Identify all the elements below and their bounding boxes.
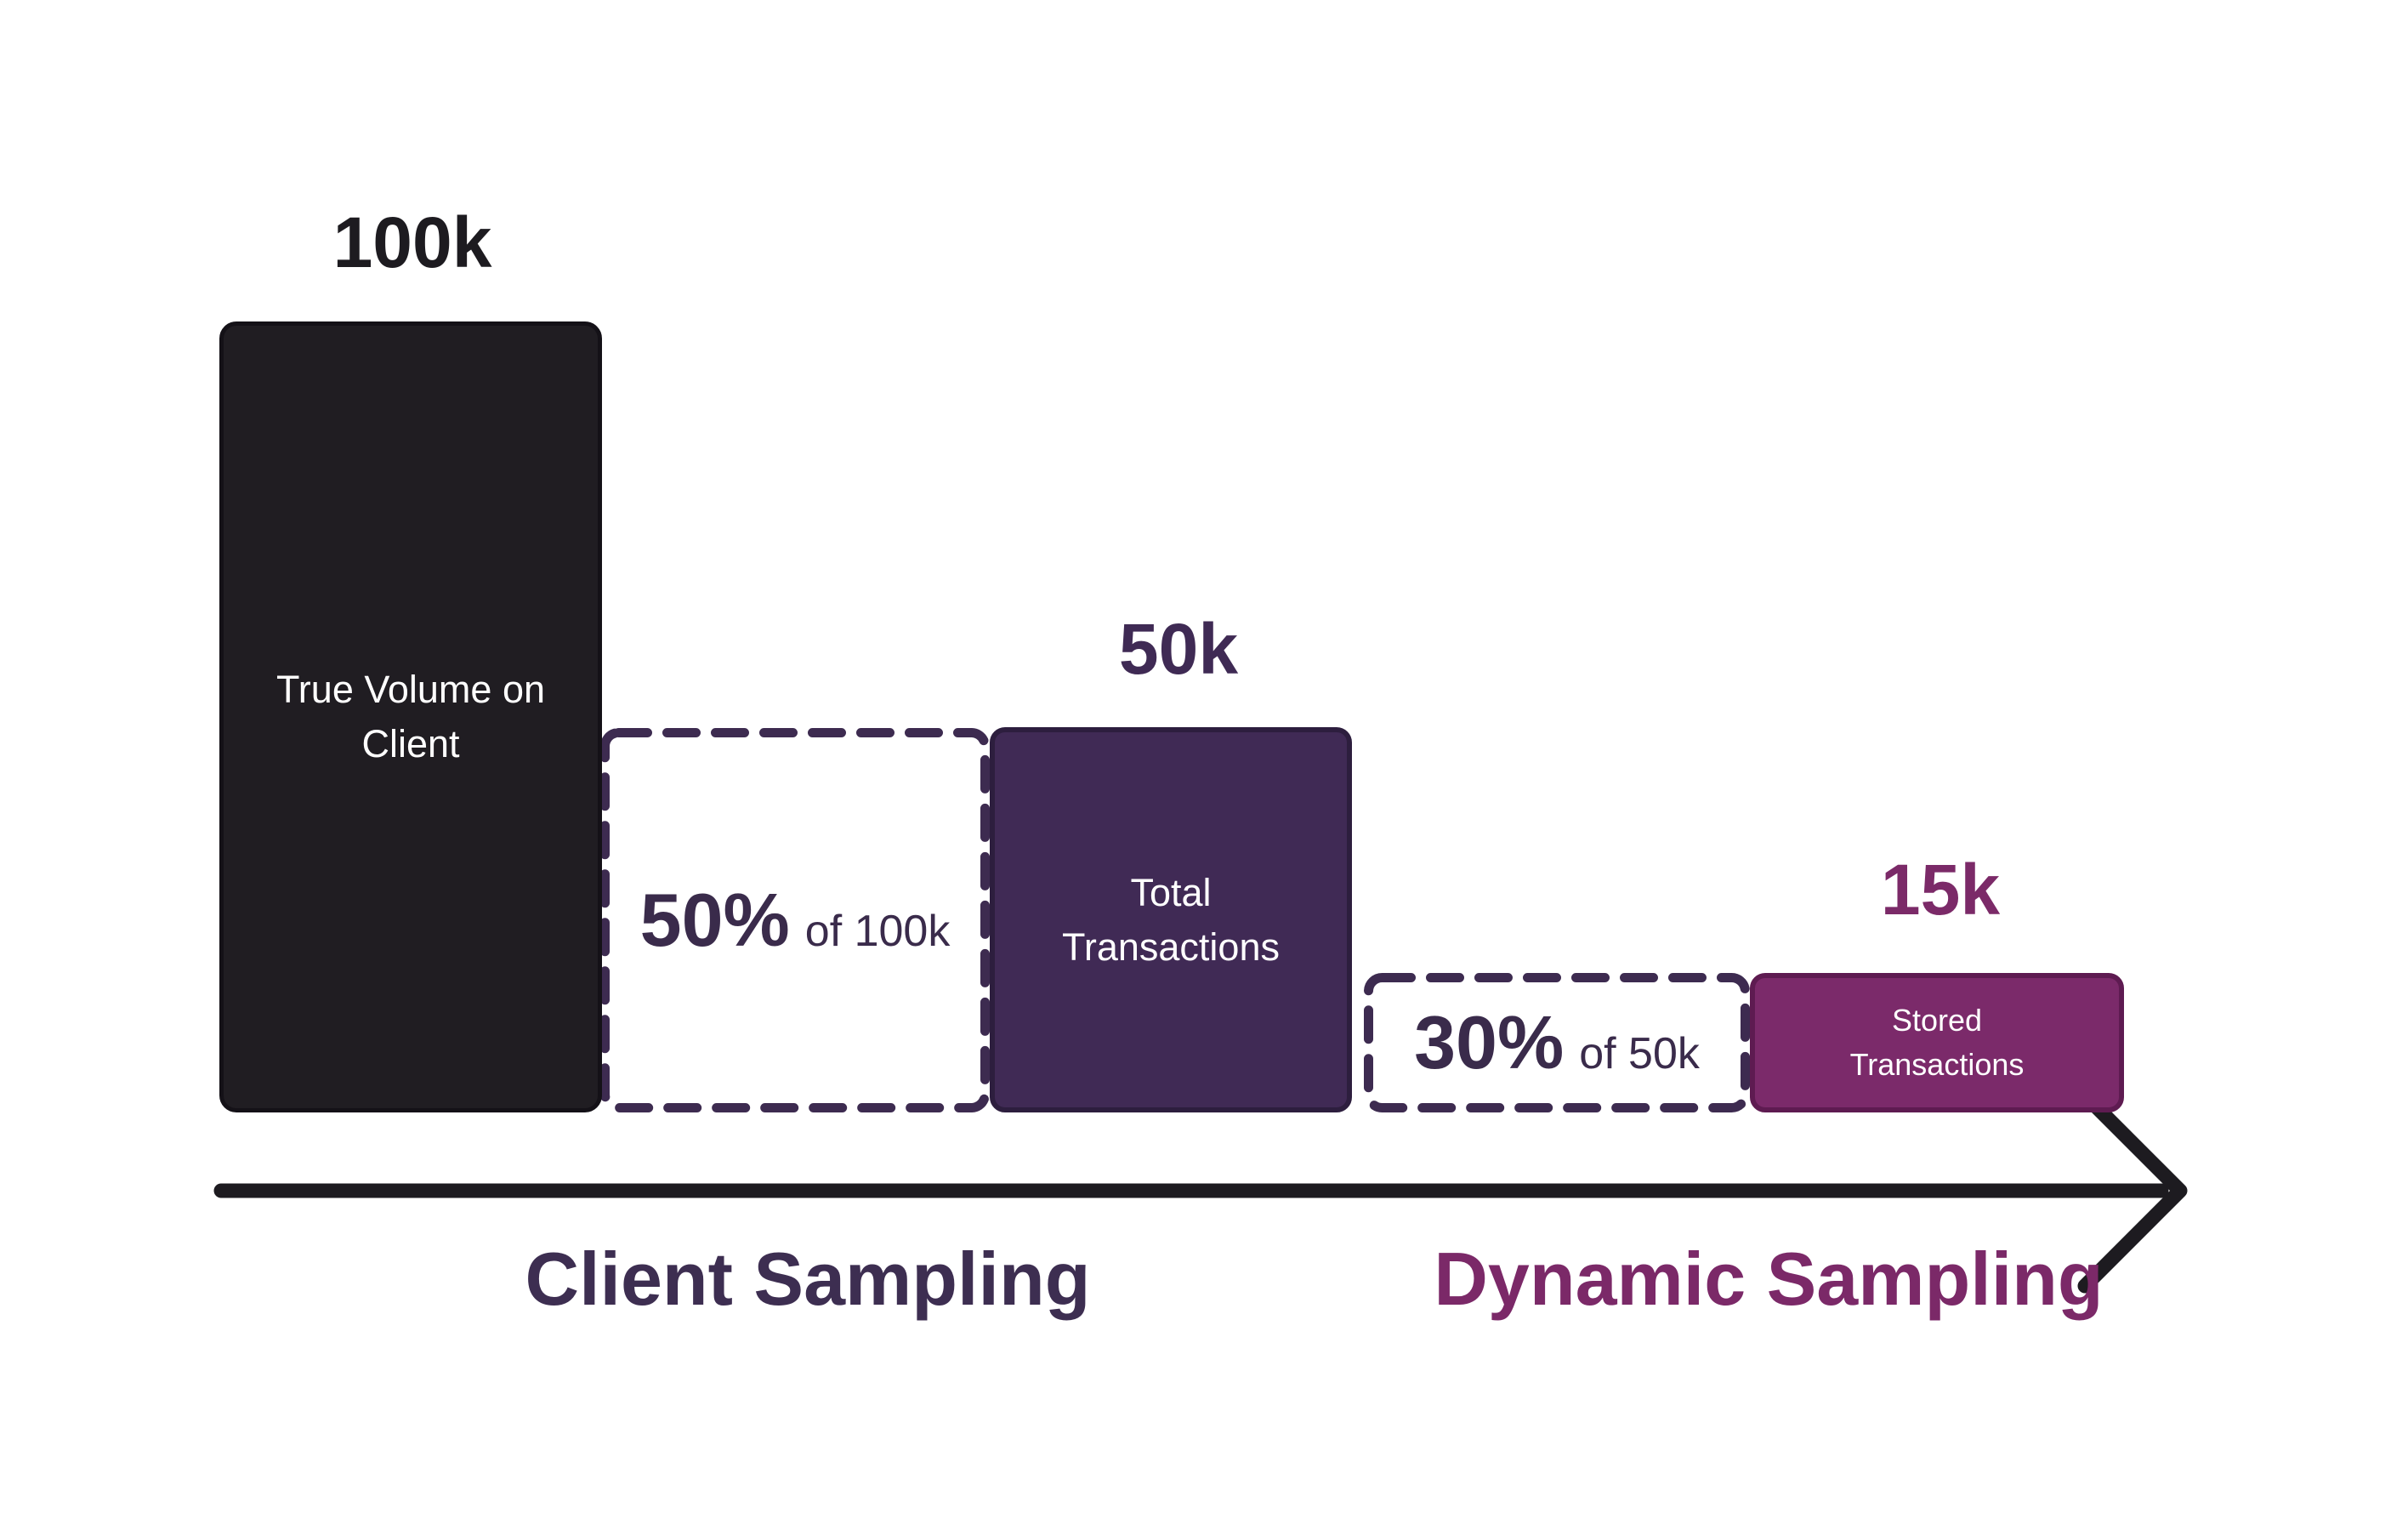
bar-total-transactions: Total Transactions: [990, 727, 1352, 1112]
client-rate-dashed-outline: [600, 728, 990, 1112]
phase-label-client-sampling: Client Sampling: [525, 1237, 1091, 1321]
value-label-100k: 100k: [332, 202, 492, 282]
bar-label-line: Total: [1130, 870, 1212, 914]
timeline-arrow-head: [2077, 1088, 2188, 1294]
rate-of-text: of 50k: [1579, 1029, 1700, 1078]
bar-label-line: Transactions: [1849, 1047, 2025, 1082]
rate-of-text: of 100k: [804, 907, 951, 956]
bar-label-line: Client: [361, 722, 460, 765]
value-label-15k: 15k: [1880, 850, 2001, 930]
dynamic-rate-dashed-outline: [1364, 973, 1750, 1112]
bar-label-line: True Volume on: [275, 668, 545, 711]
phase-label-dynamic-sampling: Dynamic Sampling: [1434, 1237, 2104, 1321]
value-label-50k: 50k: [1118, 609, 1239, 689]
bar-stored-transactions: Stored Transactions: [1750, 973, 2124, 1112]
rate-percent: 50%: [639, 878, 790, 962]
client-sampling-rate-box: 50% of 100k: [600, 728, 990, 1112]
bar-label-line: Transactions: [1062, 924, 1280, 969]
bar-label-line: Stored: [1891, 1003, 1983, 1038]
rate-percent: 30%: [1414, 1000, 1565, 1084]
client-sampling-rate-text: 50% of 100k: [640, 877, 951, 964]
dynamic-sampling-rate-text: 30% of 50k: [1414, 999, 1700, 1086]
dynamic-sampling-rate-box: 30% of 50k: [1364, 973, 1750, 1112]
bar-true-volume-on-client: True Volume on Client: [219, 321, 602, 1112]
